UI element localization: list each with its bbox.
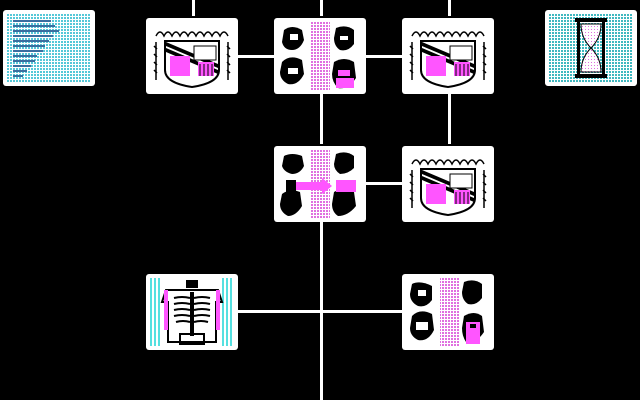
crest-icon xyxy=(406,22,490,90)
status-bars-panel[interactable] xyxy=(3,10,95,86)
crest-panel-2[interactable] xyxy=(402,18,494,94)
connector-row1-right xyxy=(366,55,402,58)
faces-arrow-panel[interactable] xyxy=(274,146,366,222)
connector-row2-right xyxy=(366,182,402,185)
skeleton-icon xyxy=(150,278,234,346)
connector-top-center xyxy=(320,0,323,16)
hourglass-panel[interactable] xyxy=(545,10,637,86)
connector-top-right xyxy=(448,0,451,16)
faces-icon xyxy=(406,278,490,346)
connector-row3 xyxy=(238,310,402,313)
crest-icon xyxy=(406,150,490,218)
faces-panel-1[interactable] xyxy=(274,18,366,94)
crest-icon xyxy=(150,22,234,90)
crest-panel-1[interactable] xyxy=(146,18,238,94)
connector-top-left xyxy=(192,0,195,16)
connector-row1-left xyxy=(238,55,274,58)
faces-panel-2[interactable] xyxy=(402,274,494,350)
bar-list-icon xyxy=(7,14,91,82)
skeleton-panel[interactable] xyxy=(146,274,238,350)
faces-icon xyxy=(278,22,362,90)
connector-center-vertical-1 xyxy=(320,94,323,144)
hourglass-icon xyxy=(549,14,633,82)
faces-arrow-icon xyxy=(278,150,362,218)
connector-right-vertical-1 xyxy=(448,94,451,144)
crest-panel-3[interactable] xyxy=(402,146,494,222)
